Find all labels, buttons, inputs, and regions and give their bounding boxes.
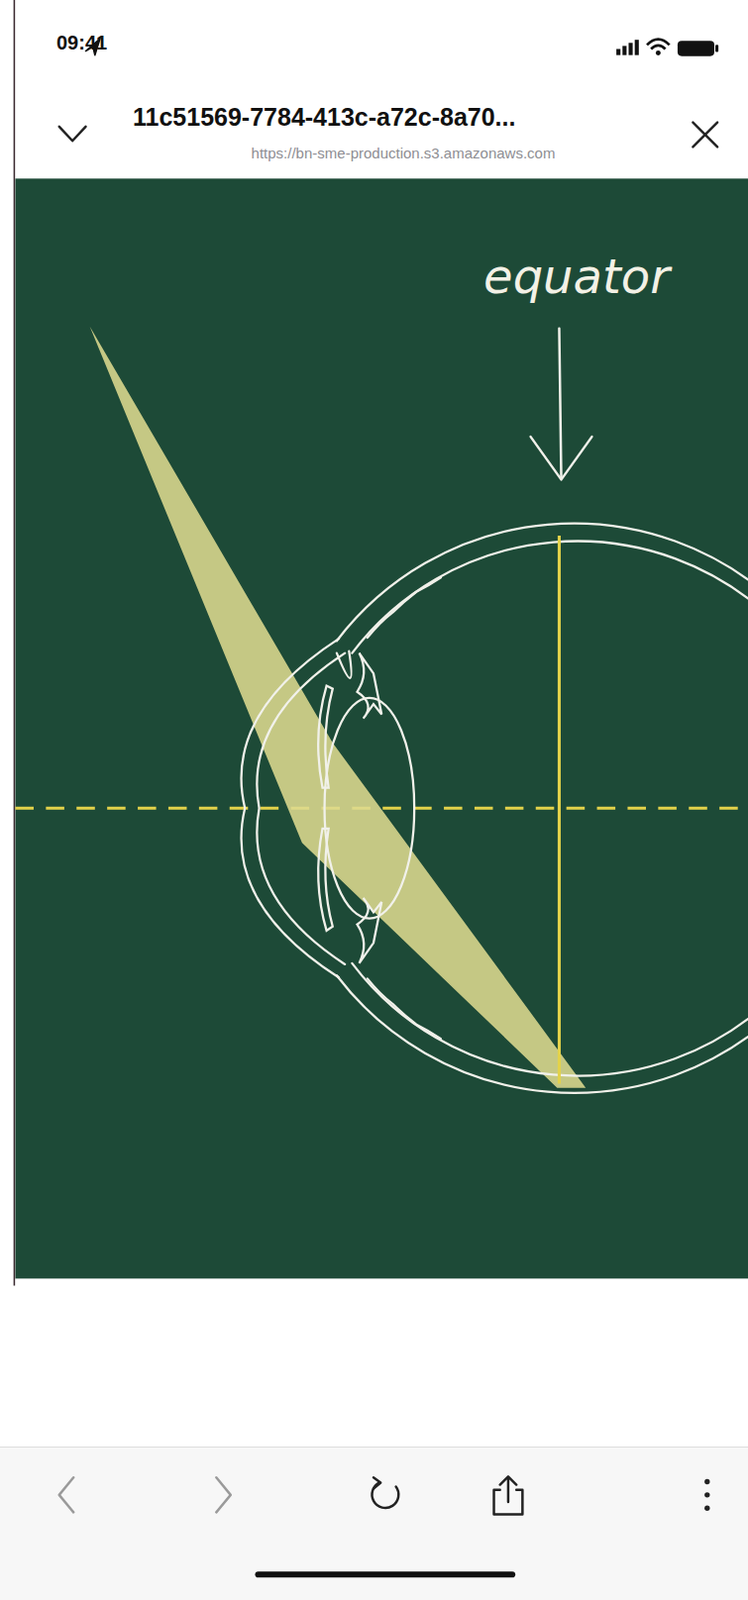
page-url: https://bn-sme-production.s3.amazonaws.c…	[251, 144, 556, 162]
page-title: 11c51569-7784-413c-a72c-8a70...	[132, 103, 516, 132]
status-time: 09:41	[56, 31, 107, 55]
equator-label: equator	[483, 249, 670, 305]
